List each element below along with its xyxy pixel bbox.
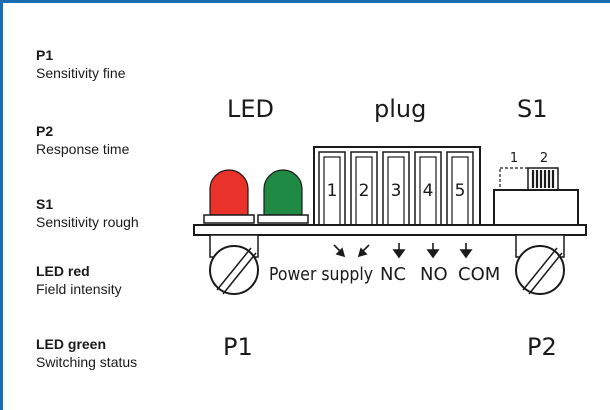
pin-arrows — [333, 243, 473, 259]
plug-pin-number: 5 — [455, 181, 466, 201]
plug-pin-number: 4 — [423, 181, 434, 201]
legend-desc: Switching status — [36, 354, 138, 370]
board-diagram: LED plug S1 1 2 — [193, 95, 587, 361]
p1-label: P1 — [223, 333, 253, 361]
legend-key: LED green — [36, 336, 107, 352]
no-label: NO — [420, 264, 448, 285]
arrow-no — [426, 243, 440, 259]
s1-switch: 1 2 — [493, 151, 579, 226]
legend-key: S1 — [36, 196, 54, 212]
plug-pin-number: 1 — [327, 181, 338, 201]
plug-pin-number: 3 — [391, 181, 402, 201]
pcb-board — [193, 224, 587, 236]
p1-potentiometer — [209, 234, 259, 295]
switch-position-1: 1 — [510, 151, 518, 166]
switch-position-2: 2 — [540, 151, 548, 166]
legend-desc: Sensitivity rough — [36, 214, 139, 230]
power-supply-label: Power supply — [269, 264, 373, 285]
arrow-com — [459, 243, 473, 259]
legend-item-p2: P2 Response time — [36, 123, 196, 158]
p2-label: P2 — [527, 333, 557, 361]
s1-label: S1 — [517, 95, 548, 123]
arrow-power-2 — [357, 244, 370, 258]
legend-item-led-red: LED red Field intensity — [36, 263, 196, 298]
plug-label: plug — [374, 95, 426, 123]
arrow-nc — [392, 243, 406, 259]
arrow-power-1 — [333, 244, 346, 258]
legend-key: P1 — [36, 47, 54, 63]
plug-pin-1: 1 — [318, 151, 346, 226]
plug-pin-4: 4 — [414, 151, 442, 226]
legend-item-p1: P1 Sensitivity fine — [36, 47, 196, 82]
plug-pin-2: 2 — [350, 151, 378, 226]
led-label: LED — [227, 95, 274, 123]
plug-pin-5: 5 — [446, 151, 474, 226]
legend-item-led-green: LED green Switching status — [36, 336, 196, 371]
legend-desc: Field intensity — [36, 281, 122, 297]
plug-block: 1 2 3 4 5 — [313, 146, 481, 226]
legend-desc: Response time — [36, 141, 130, 157]
led-green — [257, 169, 309, 224]
legend-key: P2 — [36, 123, 54, 139]
plug-pin-3: 3 — [382, 151, 410, 226]
led-red — [203, 169, 255, 224]
nc-label: NC — [380, 264, 406, 285]
com-label: COM — [458, 264, 500, 285]
legend-item-s1: S1 Sensitivity rough — [36, 196, 196, 231]
legend-desc: Sensitivity fine — [36, 65, 126, 81]
p2-potentiometer — [515, 234, 565, 295]
plug-pin-number: 2 — [359, 181, 370, 201]
legend-key: LED red — [36, 263, 90, 279]
